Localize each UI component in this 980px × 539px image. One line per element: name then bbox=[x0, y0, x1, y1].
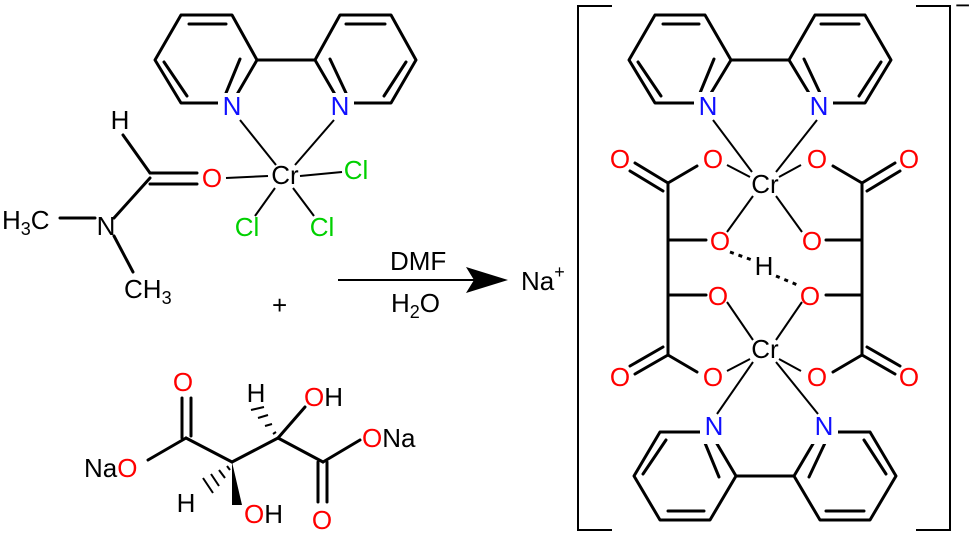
dmf-bonds bbox=[58, 133, 199, 274]
sodium-counter-ion: Na+ bbox=[521, 262, 565, 296]
hydroxyl-top: OH bbox=[304, 382, 343, 412]
dmf-formyl-hydrogen: H bbox=[111, 105, 130, 135]
methyl-group-top: H3C bbox=[2, 205, 50, 239]
svg-text:O: O bbox=[899, 362, 919, 392]
svg-text:O: O bbox=[610, 144, 630, 174]
chloride-ligand-2: Cl bbox=[235, 212, 260, 242]
product-bonds bbox=[628, 119, 902, 415]
reactant1-n-mask bbox=[218, 93, 354, 123]
bipyridine-left-ring bbox=[153, 13, 259, 105]
chromium-center: Cr bbox=[271, 160, 299, 190]
svg-text:O: O bbox=[899, 144, 919, 174]
svg-text:O: O bbox=[807, 144, 827, 174]
svg-text:O: O bbox=[703, 362, 723, 392]
product-bipyridine-bottom bbox=[632, 430, 898, 522]
hash-bond-h-top bbox=[250, 406, 277, 435]
svg-text:O: O bbox=[807, 362, 827, 392]
plus-sign: + bbox=[272, 290, 287, 320]
dmf-oxygen: O bbox=[202, 163, 222, 193]
svg-text:O: O bbox=[708, 281, 728, 311]
chloride-ligand-3: Cl bbox=[310, 212, 335, 242]
hydrogen-top: H bbox=[247, 378, 266, 408]
carboxylate-oxygen-top: O bbox=[173, 367, 193, 397]
svg-text:O: O bbox=[802, 226, 822, 256]
wedge-bond-oh-bottom bbox=[232, 462, 242, 505]
dmf-nitrogen: N bbox=[97, 211, 116, 241]
svg-text:O: O bbox=[610, 362, 630, 392]
product-chromium-bottom: Cr bbox=[751, 334, 779, 364]
carboxylate-oxygen-bottom: O bbox=[312, 505, 332, 535]
hydrogen-bottom: H bbox=[177, 488, 196, 518]
product-bipyridine-top bbox=[627, 13, 893, 105]
hydrogen-bonds bbox=[729, 250, 801, 288]
svg-text:O: O bbox=[703, 144, 723, 174]
bipyridine-nitrogen-2: N bbox=[331, 91, 350, 121]
hydroxyl-bottom: OH bbox=[244, 499, 283, 529]
product-n-top-right: N bbox=[810, 91, 829, 121]
bipyridine-nitrogen-1: N bbox=[223, 91, 242, 121]
product-chromium-top: Cr bbox=[751, 169, 779, 199]
methyl-group-bottom: CH3 bbox=[124, 274, 172, 308]
bipyridine-right-ring bbox=[313, 13, 418, 105]
reaction-arrow bbox=[338, 267, 508, 293]
tartrate-bonds bbox=[146, 396, 362, 504]
product-n-bottom-right: N bbox=[815, 411, 834, 441]
product-n-top-left: N bbox=[699, 91, 718, 121]
bridging-hydrogen: H bbox=[755, 251, 774, 281]
hash-bond-h-bottom bbox=[202, 465, 231, 494]
product-oxygens: O O O O O O O O O O O O bbox=[610, 144, 919, 392]
complex-charge: − bbox=[955, 0, 970, 20]
cr-coordination-bonds bbox=[225, 119, 343, 217]
reagent-water: H2O bbox=[391, 288, 440, 322]
product-n-bottom-left: N bbox=[705, 411, 724, 441]
chloride-ligand-1: Cl bbox=[344, 155, 369, 185]
product-n-mask bbox=[694, 92, 838, 444]
product-brackets bbox=[577, 5, 951, 531]
sodium-carboxylate-left: NaO bbox=[84, 453, 137, 483]
svg-text:O: O bbox=[800, 281, 820, 311]
svg-text:O: O bbox=[710, 226, 730, 256]
reagent-dmf: DMF bbox=[390, 246, 446, 276]
sodium-carboxylate-right: ONa bbox=[362, 423, 416, 453]
